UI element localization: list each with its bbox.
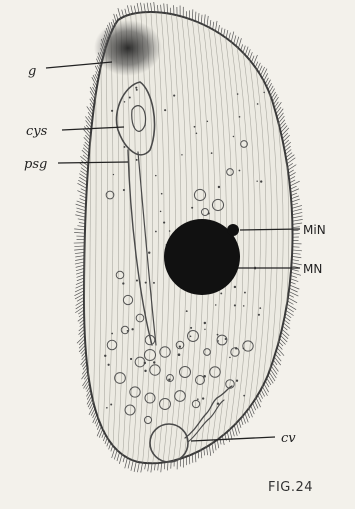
label-micronucleus: MiN bbox=[303, 223, 326, 237]
label-macronucleus: MN bbox=[303, 262, 322, 276]
label-gullet: psg bbox=[24, 157, 47, 172]
granule-cluster bbox=[94, 20, 162, 76]
label-contractile-vacuole: cv bbox=[281, 431, 296, 446]
label-cytostome: cys bbox=[26, 124, 48, 139]
figure-caption: FIG.24 bbox=[268, 480, 313, 495]
label-granules: g bbox=[28, 64, 36, 79]
micronucleus bbox=[227, 224, 239, 236]
